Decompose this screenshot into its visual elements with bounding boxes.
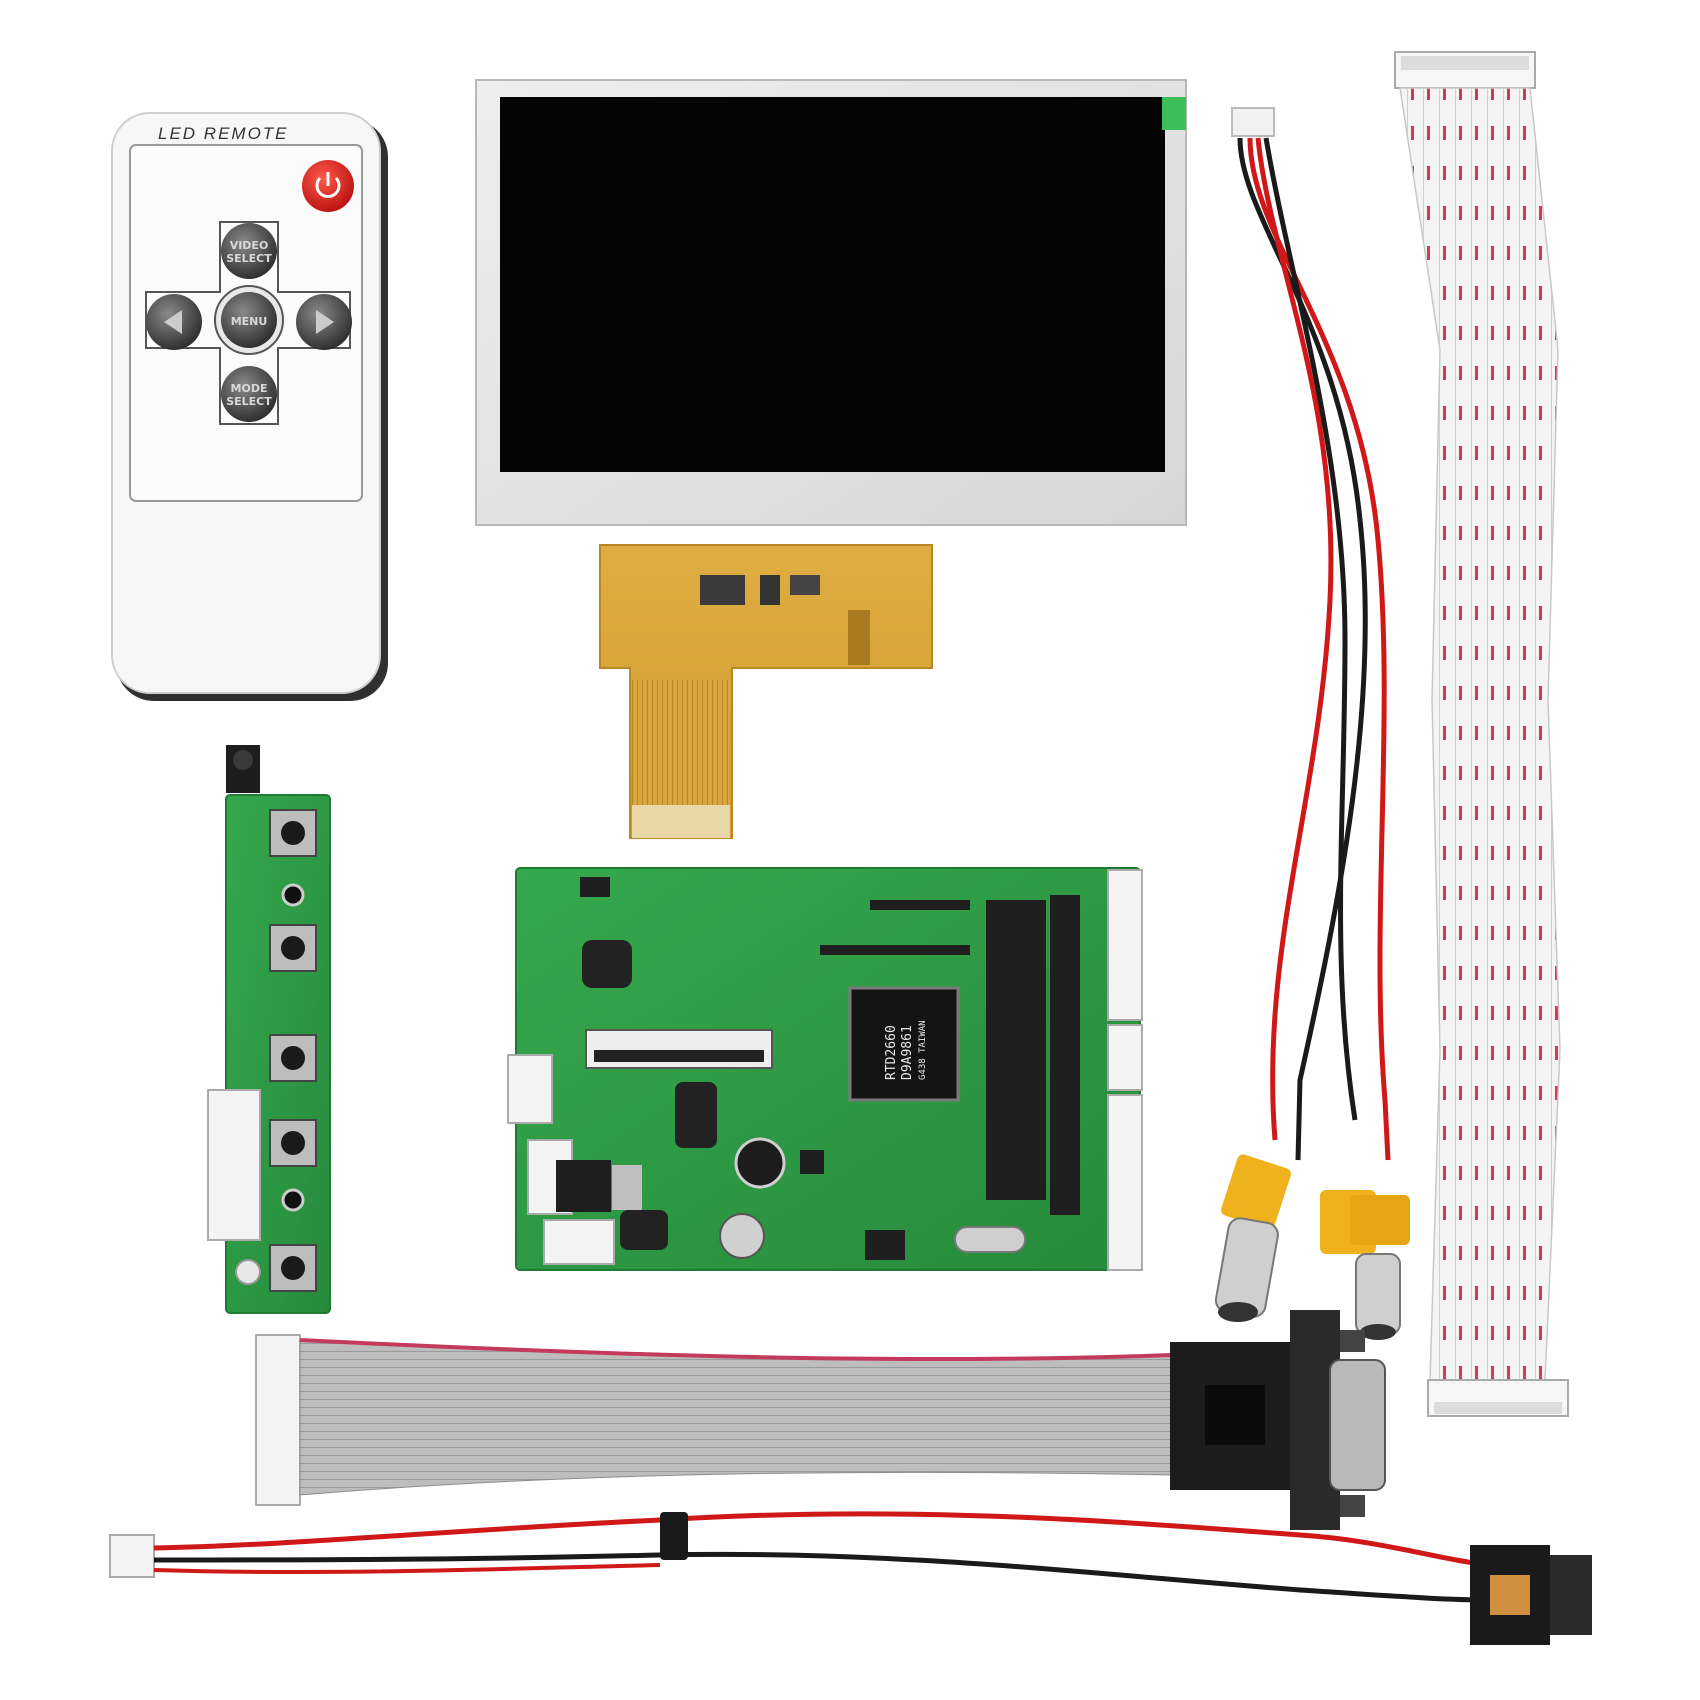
menu-label: MENU: [231, 315, 268, 328]
svg-text:VIDEO: VIDEO: [230, 239, 269, 252]
remote-control: VIDEO SELECT MENU MODE SELECT: [111, 112, 388, 701]
power-cable: [109, 1511, 1592, 1645]
chip-line-1: RTD2660: [884, 1025, 899, 1080]
backlight-cable: [1231, 107, 1391, 1161]
lcd-screen: [500, 97, 1165, 472]
chip-line-3: G438 TAIWAN: [918, 1020, 928, 1080]
rca-connector-2: [1320, 1190, 1410, 1340]
lcd-panel: [475, 79, 1187, 839]
svg-text:MODE: MODE: [231, 382, 268, 395]
rtd2660-chip: RTD2660 D9A9861 G438 TAIWAN: [848, 986, 960, 1102]
chip-line-2: D9A9861: [900, 1025, 915, 1080]
controller-board: RTD2660 D9A9861 G438 TAIWAN: [507, 867, 1143, 1271]
svg-text:SELECT: SELECT: [226, 252, 272, 265]
right-button: [296, 294, 352, 350]
white-ribbon-cable: [1394, 51, 1569, 1417]
mode-select-button: MODE SELECT: [221, 366, 277, 422]
svg-text:SELECT: SELECT: [226, 395, 272, 408]
keypad-board: [207, 745, 331, 1314]
menu-button: MENU: [214, 285, 284, 355]
rca-connectors: [1214, 1154, 1410, 1340]
left-button: [146, 294, 202, 350]
remote-title: LED REMOTE: [158, 124, 289, 143]
video-select-button: VIDEO SELECT: [221, 223, 277, 279]
rca-connector-1: [1214, 1154, 1291, 1322]
vga-cable: [255, 1310, 1386, 1530]
